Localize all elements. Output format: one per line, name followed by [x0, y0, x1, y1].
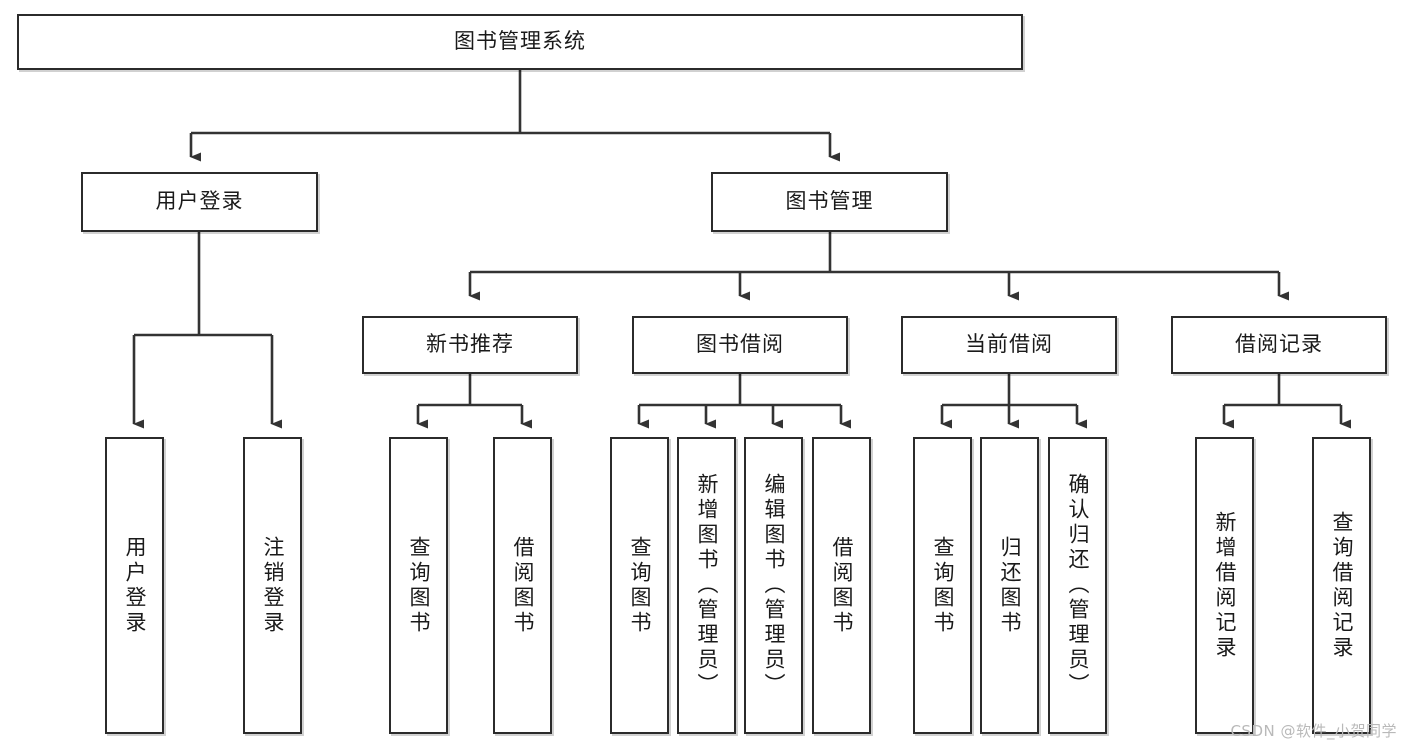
- leaf-book-borrow-edit-book-admin[interactable]: 编辑图书（管理员）: [744, 437, 803, 734]
- leaf-user-login-logout[interactable]: 注销登录: [243, 437, 302, 734]
- node-label: 用户登录: [155, 189, 244, 214]
- node-label: 借阅图书: [511, 535, 535, 636]
- node-label: 注销登录: [261, 535, 285, 636]
- node-label: 借阅记录: [1235, 332, 1323, 357]
- node-label: 归还图书: [998, 535, 1022, 636]
- node-label: 确认归还（管理员）: [1066, 473, 1090, 698]
- csdn-watermark: CSDN @软件_小贺同学: [1230, 722, 1397, 740]
- node-label: 编辑图书（管理员）: [762, 473, 786, 698]
- node-book-management[interactable]: 图书管理: [711, 172, 948, 232]
- node-label: 当前借阅: [965, 332, 1053, 357]
- node-book-borrow[interactable]: 图书借阅: [632, 316, 848, 374]
- node-borrow-record[interactable]: 借阅记录: [1171, 316, 1387, 374]
- node-label: 查询图书: [407, 535, 431, 636]
- node-current-borrow[interactable]: 当前借阅: [901, 316, 1117, 374]
- node-root-book-management-system[interactable]: 图书管理系统: [17, 14, 1023, 70]
- leaf-book-borrow-query-book[interactable]: 查询图书: [610, 437, 669, 734]
- node-label: 查询图书: [628, 535, 652, 636]
- leaf-current-borrow-query-book[interactable]: 查询图书: [913, 437, 972, 734]
- node-label: 用户登录: [123, 535, 147, 636]
- leaf-current-borrow-return-book[interactable]: 归还图书: [980, 437, 1039, 734]
- node-label: 查询图书: [931, 535, 955, 636]
- leaf-new-book-borrow-book[interactable]: 借阅图书: [493, 437, 552, 734]
- node-label: 新增图书（管理员）: [695, 473, 719, 698]
- node-label: 图书管理: [785, 189, 874, 214]
- node-label: 图书借阅: [696, 332, 784, 357]
- leaf-new-book-query-book[interactable]: 查询图书: [389, 437, 448, 734]
- leaf-borrow-record-add-record[interactable]: 新增借阅记录: [1195, 437, 1254, 734]
- leaf-borrow-record-query-record[interactable]: 查询借阅记录: [1312, 437, 1371, 734]
- node-label: 新书推荐: [426, 332, 514, 357]
- leaf-book-borrow-add-book-admin[interactable]: 新增图书（管理员）: [677, 437, 736, 734]
- leaf-current-borrow-confirm-return-admin[interactable]: 确认归还（管理员）: [1048, 437, 1107, 734]
- node-label: 图书管理系统: [454, 29, 586, 54]
- node-label: 借阅图书: [830, 535, 854, 636]
- node-new-book-recommend[interactable]: 新书推荐: [362, 316, 578, 374]
- node-label: 新增借阅记录: [1213, 510, 1237, 661]
- leaf-user-login-login[interactable]: 用户登录: [105, 437, 164, 734]
- node-label: 查询借阅记录: [1330, 510, 1354, 661]
- leaf-book-borrow-borrow-book[interactable]: 借阅图书: [812, 437, 871, 734]
- node-user-login[interactable]: 用户登录: [81, 172, 318, 232]
